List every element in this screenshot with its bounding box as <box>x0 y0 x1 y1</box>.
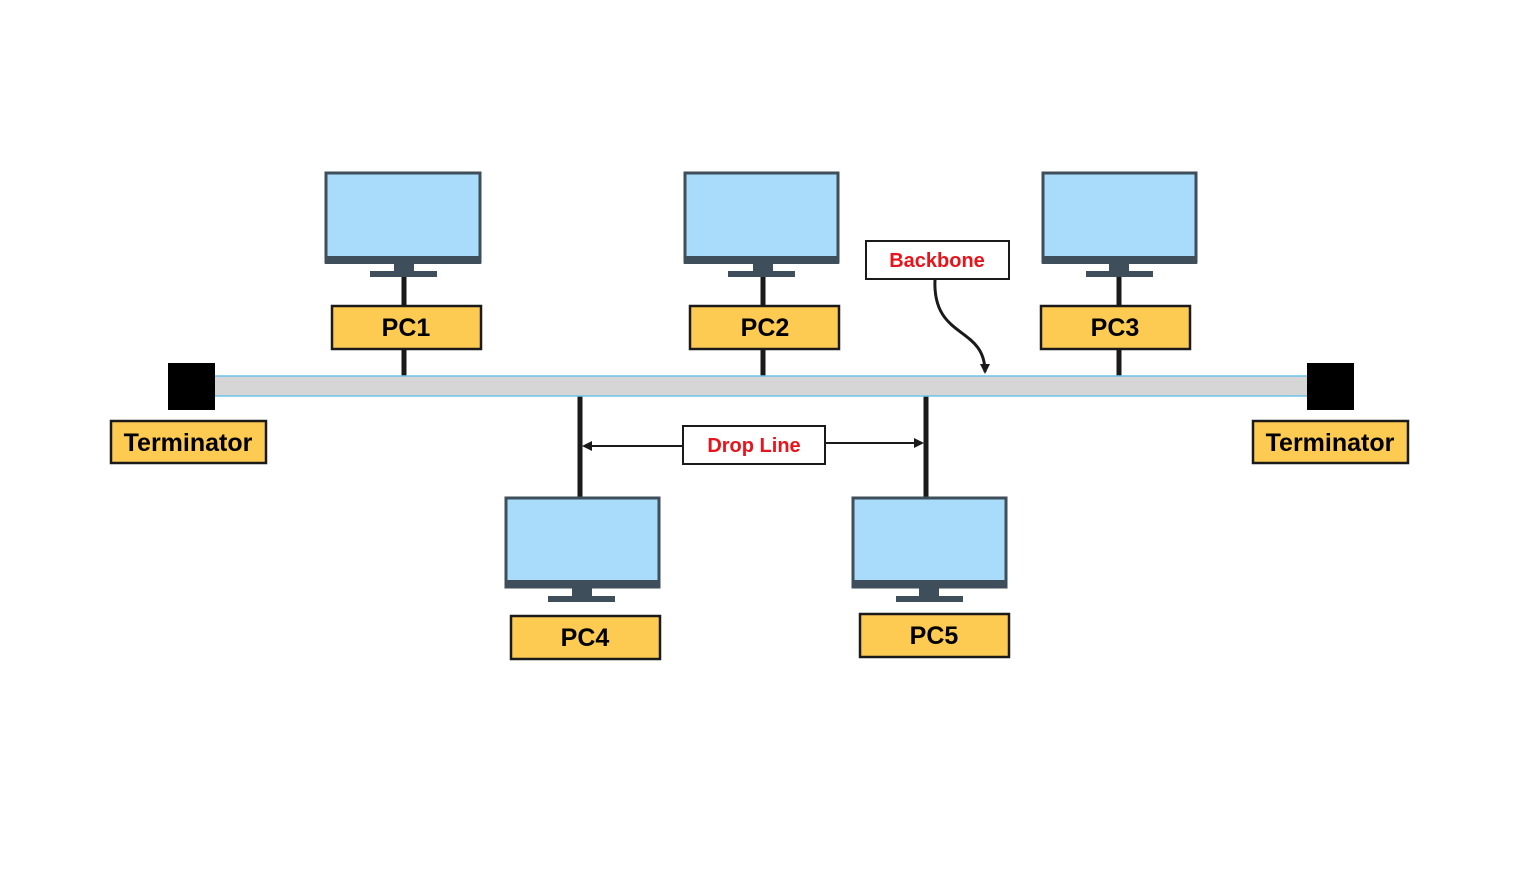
terminator-left-block <box>168 363 215 410</box>
backbone-callout: Backbone <box>865 240 1010 374</box>
monitor-pc1 <box>324 171 482 277</box>
monitor-screen <box>1041 171 1198 264</box>
monitor-pc2 <box>683 171 840 277</box>
pc-label-text: PC2 <box>741 314 790 342</box>
monitor-base <box>548 596 615 602</box>
pc2-label: PC2 <box>688 304 841 351</box>
pc-label-text: PC4 <box>561 624 610 652</box>
monitor-screen <box>851 496 1008 589</box>
monitor-screen <box>683 171 840 264</box>
monitor-bezel-bottom <box>1042 256 1197 264</box>
pc-label-text: PC3 <box>1091 314 1140 342</box>
terminator-label-text: Terminator <box>124 429 253 457</box>
pc3-label: PC3 <box>1039 304 1192 351</box>
pc4-label: PC4 <box>509 614 662 661</box>
terminator-left-label: Terminator <box>109 419 268 465</box>
monitor-bezel-bottom <box>684 256 839 264</box>
backbone-bus <box>213 375 1309 397</box>
monitor-bezel-bottom <box>505 580 660 588</box>
monitor-screen <box>504 496 661 589</box>
monitor-pc4 <box>504 496 661 602</box>
monitor-neck <box>919 588 939 596</box>
backbone-pointer-arrow <box>933 278 990 374</box>
monitor-base <box>370 271 437 277</box>
monitor-base <box>728 271 795 277</box>
monitor-pc5 <box>851 496 1008 602</box>
terminator-label-text: Terminator <box>1266 429 1395 457</box>
backbone-callout-box <box>865 240 1010 280</box>
pc-label-text: PC1 <box>382 314 431 342</box>
monitor-base <box>896 596 963 602</box>
terminator-right-block <box>1307 363 1354 410</box>
drop-line-callout-box <box>682 425 826 465</box>
drop-line-callout-text: Drop Line <box>707 435 800 457</box>
pc5-label: PC5 <box>858 612 1011 659</box>
pc1-label: PC1 <box>330 304 483 351</box>
backbone-callout-text: Backbone <box>889 250 985 272</box>
monitor-bezel-bottom <box>325 256 481 264</box>
monitor-screen <box>324 171 482 264</box>
monitor-neck <box>394 264 414 272</box>
monitor-neck <box>572 588 592 596</box>
monitor-neck <box>1109 264 1129 272</box>
pc-label-text: PC5 <box>910 622 959 650</box>
drop-cables-bottom <box>577 396 929 498</box>
monitor-bezel-bottom <box>852 580 1007 588</box>
terminator-right-label: Terminator <box>1251 419 1410 465</box>
monitor-base <box>1086 271 1153 277</box>
monitor-neck <box>753 264 773 272</box>
monitor-pc3 <box>1041 171 1198 277</box>
drop-line-callout: Drop Line <box>582 425 924 465</box>
